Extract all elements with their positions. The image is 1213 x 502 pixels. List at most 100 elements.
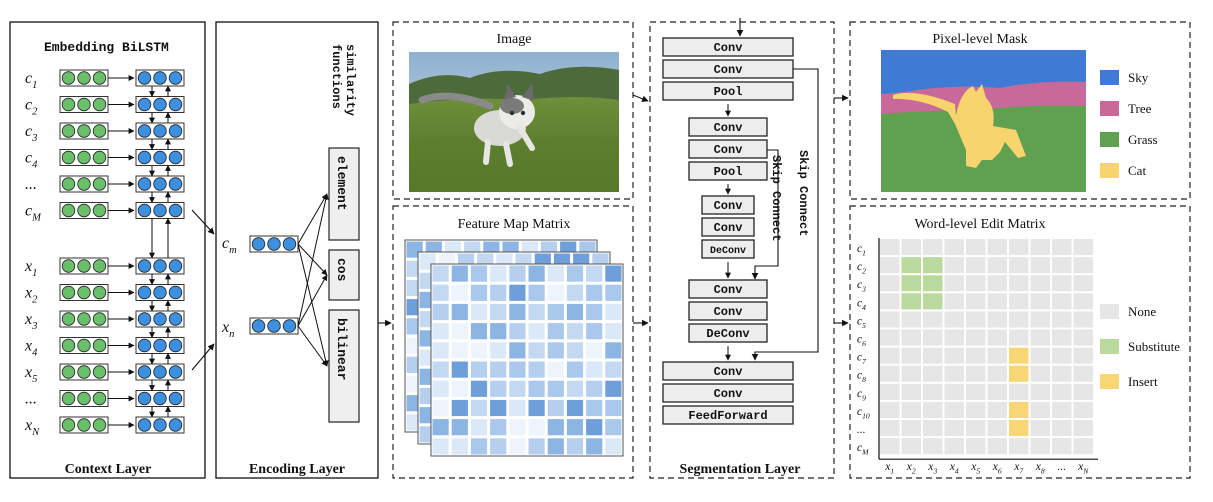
edit-cell bbox=[923, 438, 943, 455]
embedding-vector bbox=[59, 390, 109, 407]
row-label-inp-2: x3 bbox=[24, 311, 37, 332]
encoding-layer-title: Encoding Layer bbox=[249, 462, 345, 477]
feature-cell bbox=[547, 399, 564, 417]
matrix-col-label: x4 bbox=[949, 461, 959, 475]
edit-cell bbox=[1073, 275, 1093, 292]
seg-block-conv bbox=[688, 301, 768, 321]
edit-cell bbox=[901, 239, 921, 256]
feature-cell bbox=[566, 323, 584, 340]
matrix-row-label: cM bbox=[857, 442, 869, 456]
legend-label-sky: Sky bbox=[1128, 70, 1149, 85]
edit-cell bbox=[987, 401, 1007, 418]
edit-cell bbox=[1009, 401, 1029, 418]
seg-block-label: Conv bbox=[714, 305, 743, 319]
feature-cell bbox=[432, 342, 449, 359]
edit-cell bbox=[901, 420, 921, 437]
edit-cell bbox=[901, 383, 921, 400]
similarity-arrow bbox=[297, 243, 329, 367]
edit-cell bbox=[1009, 293, 1029, 310]
feature-cell bbox=[547, 380, 564, 397]
feature-cell bbox=[605, 284, 622, 301]
bilstm-vector bbox=[135, 257, 185, 275]
bilstm-vector bbox=[135, 390, 185, 407]
feature-cell bbox=[528, 399, 545, 417]
feature-cell bbox=[605, 419, 622, 436]
feature-cell bbox=[470, 380, 488, 397]
seg-block-conv bbox=[662, 383, 794, 403]
edit-cell bbox=[1073, 329, 1093, 346]
feature-cell bbox=[509, 399, 526, 417]
edit-cell bbox=[880, 383, 900, 400]
row-label-ctx-1: c2 bbox=[25, 97, 38, 118]
feature-cell bbox=[586, 419, 603, 436]
feature-cell bbox=[547, 323, 564, 340]
edit-matrix-panel: Word-level Edit Matrix c1c2c3c4c5c6c7c8c… bbox=[849, 205, 1191, 479]
feature-cell bbox=[605, 303, 622, 321]
edit-cell bbox=[944, 347, 964, 364]
flow-arrows bbox=[191, 18, 849, 371]
edit-cell bbox=[923, 329, 943, 346]
feature-cell bbox=[509, 380, 526, 397]
feature-cell bbox=[509, 265, 526, 282]
feature-cell bbox=[566, 361, 584, 378]
feature-cell bbox=[566, 284, 584, 301]
edit-cell bbox=[880, 438, 900, 455]
edit-cell bbox=[1052, 365, 1072, 382]
edit-cell bbox=[1052, 420, 1072, 437]
seg-block-conv bbox=[701, 195, 755, 215]
embedding-vector bbox=[59, 175, 109, 193]
edit-cell bbox=[944, 311, 964, 328]
edit-cell bbox=[1030, 293, 1050, 310]
feature-cell bbox=[528, 323, 545, 340]
xn-label: xn bbox=[221, 319, 234, 340]
row-label-inp-6: xN bbox=[24, 417, 40, 438]
feature-map-panel: Feature Map Matrix bbox=[392, 205, 634, 479]
row-label-ctx-5: cM bbox=[25, 203, 42, 224]
function-label-cos: cos bbox=[334, 258, 349, 282]
edit-cell bbox=[923, 275, 943, 292]
embedding-vector bbox=[59, 122, 109, 140]
feature-cell bbox=[470, 399, 488, 417]
row-label-inp-3: x4 bbox=[24, 338, 38, 359]
bilstm-vector bbox=[135, 122, 185, 140]
seg-block-conv bbox=[701, 217, 755, 237]
edit-cell bbox=[987, 293, 1007, 310]
edit-cell bbox=[944, 275, 964, 292]
edit-cell bbox=[1009, 311, 1029, 328]
edit-cell bbox=[1030, 275, 1050, 292]
legend-swatch-substitute bbox=[1100, 339, 1119, 354]
matrix-row-label: c9 bbox=[857, 388, 866, 402]
embedding-vector bbox=[59, 202, 109, 219]
feature-cell bbox=[509, 438, 526, 455]
edit-cell bbox=[923, 365, 943, 382]
cm-vector bbox=[249, 235, 299, 253]
similarity-arrow bbox=[297, 325, 328, 367]
edit-cell bbox=[1073, 401, 1093, 418]
edit-cell bbox=[966, 420, 986, 437]
edit-cell bbox=[1030, 401, 1050, 418]
segmentation-mask-image bbox=[881, 50, 1086, 192]
image-panel: Image bbox=[392, 21, 634, 200]
seg-block-label: Conv bbox=[714, 121, 743, 135]
edit-cell bbox=[987, 365, 1007, 382]
edit-cell bbox=[1009, 383, 1029, 400]
edit-cell bbox=[1073, 365, 1093, 382]
seg-block-label: FeedForward bbox=[688, 409, 767, 423]
similarity-label-line2: functions bbox=[329, 44, 343, 109]
legend-label-tree: Tree bbox=[1128, 101, 1152, 116]
feature-cell bbox=[605, 265, 622, 282]
embedding-vector bbox=[59, 149, 109, 166]
edit-cell bbox=[1009, 347, 1029, 364]
edit-cell bbox=[901, 329, 921, 346]
feature-cell bbox=[528, 438, 545, 455]
feature-cell bbox=[490, 284, 507, 301]
edit-cell bbox=[944, 257, 964, 274]
row-label-ctx-4: ... bbox=[25, 176, 37, 193]
feature-cell bbox=[605, 342, 622, 359]
seg-block-feedforward bbox=[662, 405, 794, 425]
seg-block-label: Conv bbox=[714, 143, 743, 157]
edit-cell bbox=[1073, 347, 1093, 364]
encoding-layer-panel: similarity functions elementcosbilinear … bbox=[215, 21, 379, 479]
